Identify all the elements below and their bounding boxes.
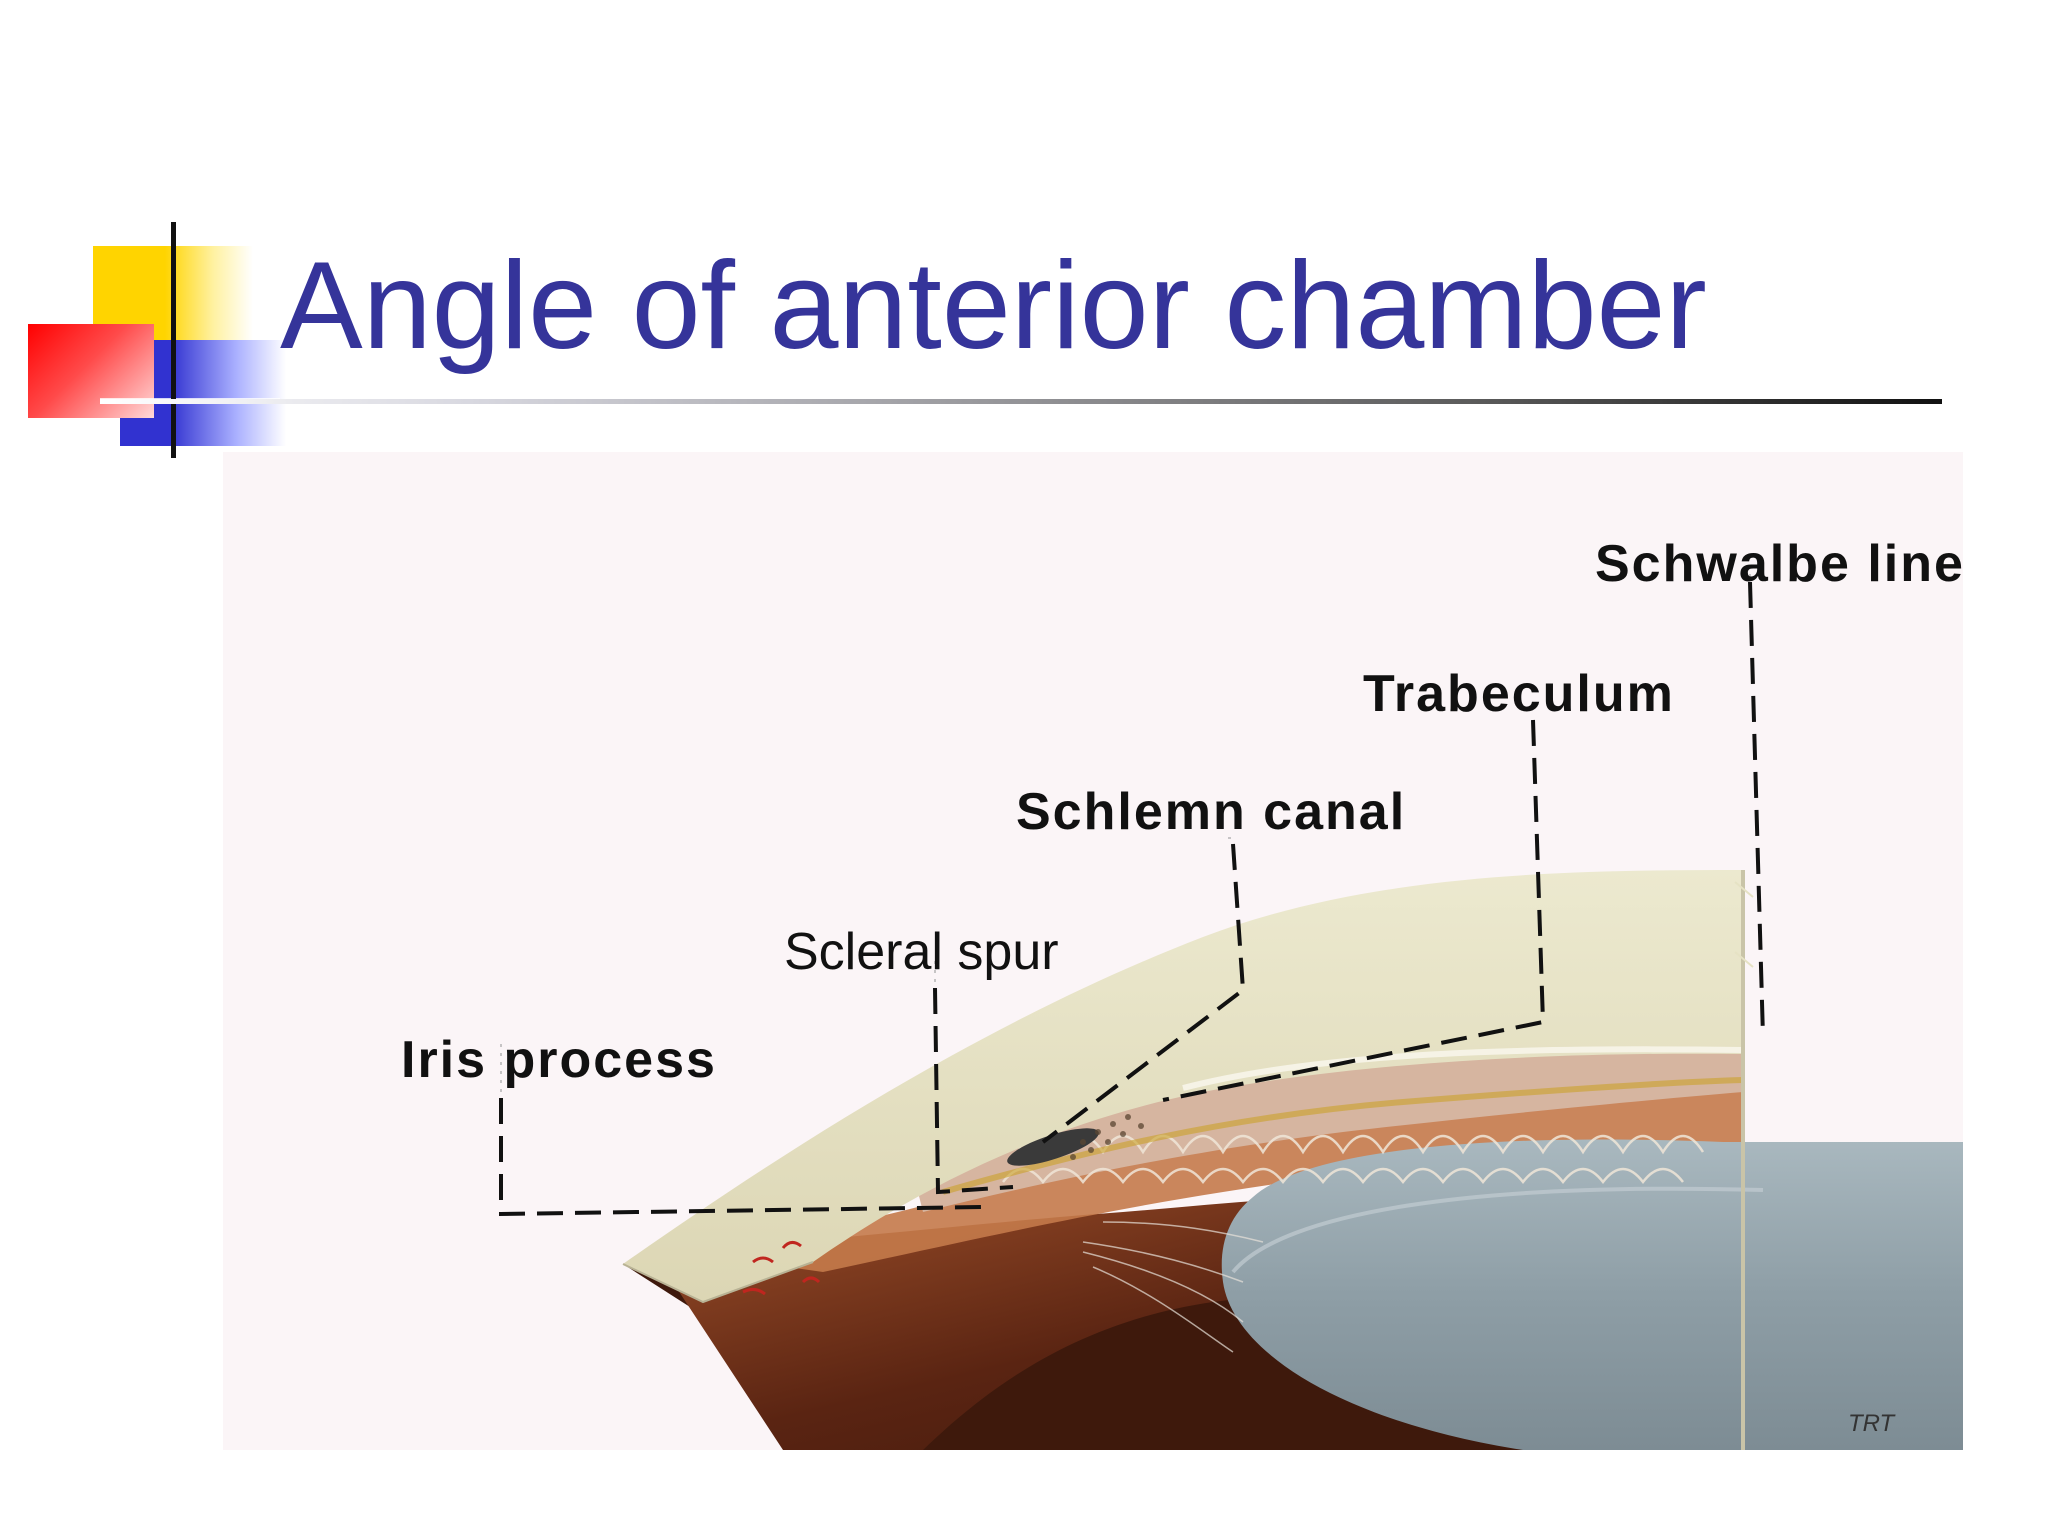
label-schlemm-canal: Schlemn canal (1016, 782, 1406, 842)
decor-vertical-line (171, 222, 176, 458)
title-underline (100, 399, 1942, 404)
artist-signature: TRT (1848, 1410, 1894, 1438)
slide-title: Angle of anterior chamber (280, 238, 1707, 374)
label-iris-process: Iris process (401, 1030, 717, 1090)
anterior-chamber-angle-illustration (223, 452, 1963, 1450)
leader-schwalbe-line (1750, 582, 1763, 1037)
label-schwalbe-line: Schwalbe line (1595, 534, 1965, 594)
label-trabeculum: Trabeculum (1363, 664, 1675, 724)
label-scleral-spur: Scleral spur (784, 922, 1059, 982)
anatomy-figure: Schwalbe line Trabeculum Schlemn canal S… (223, 452, 1963, 1450)
